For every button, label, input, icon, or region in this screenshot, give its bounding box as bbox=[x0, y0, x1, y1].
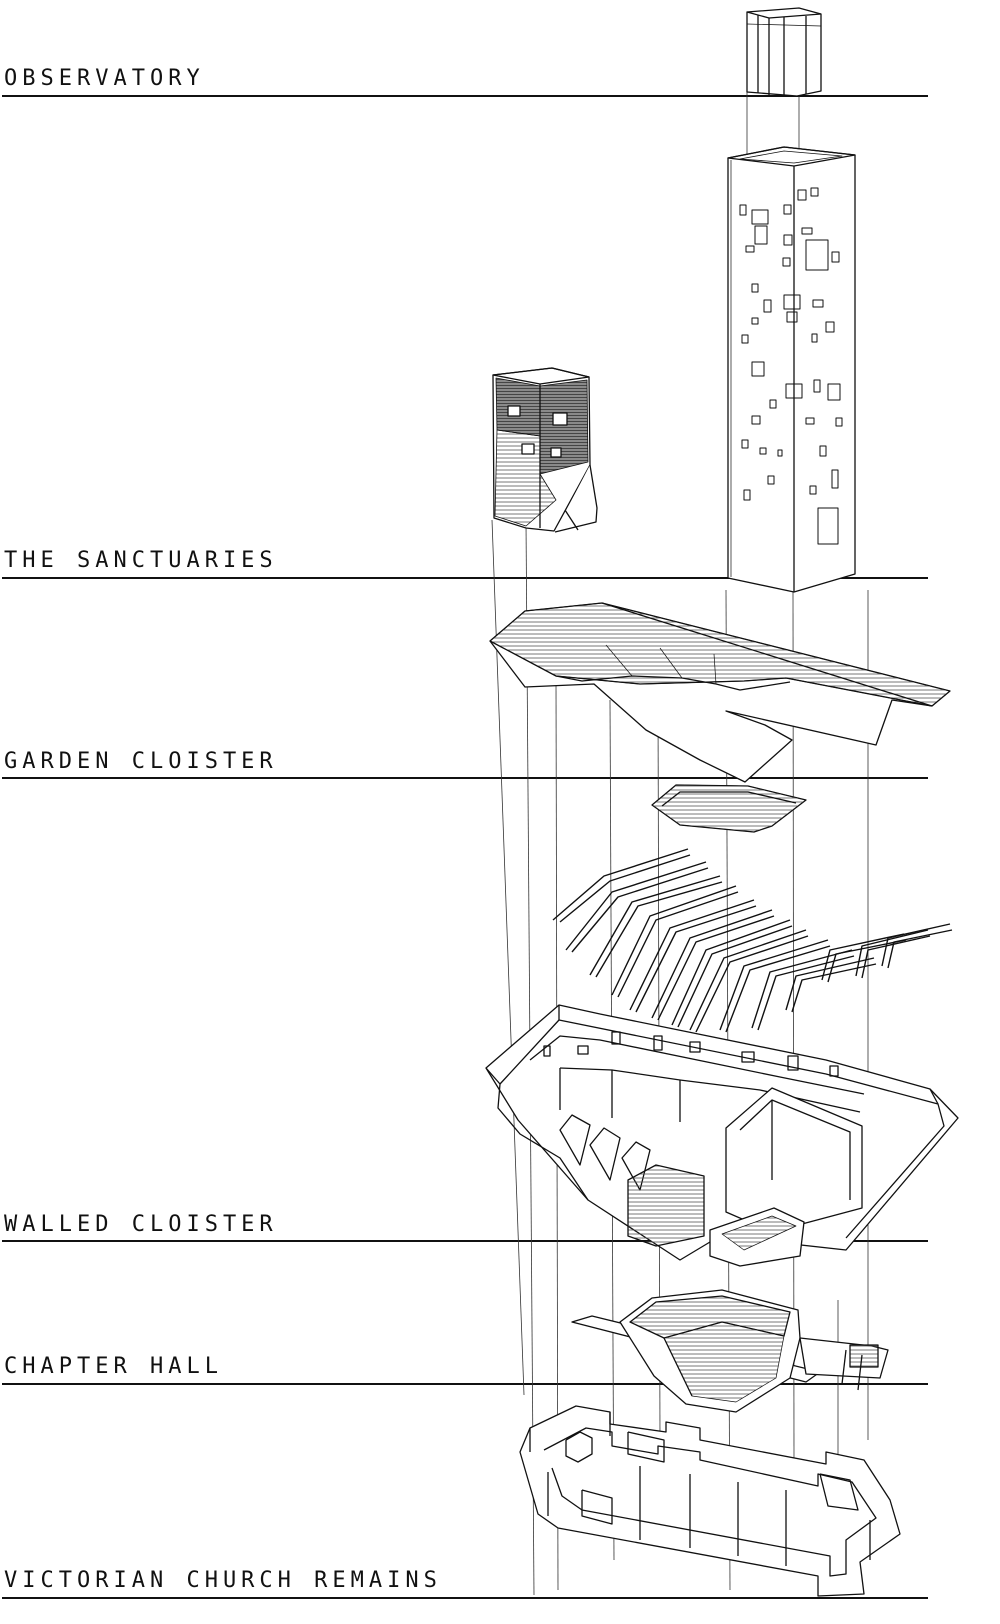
garden-cloister-beams bbox=[552, 848, 953, 1033]
sanctuary-roof bbox=[489, 602, 951, 783]
tower-windows bbox=[739, 187, 843, 545]
level-label-victorian-church: VICTORIAN CHURCH REMAINS bbox=[4, 1568, 442, 1593]
level-rule-sanctuaries bbox=[2, 577, 928, 579]
level-label-garden-cloister: GARDEN CLOISTER bbox=[4, 749, 278, 774]
garden-cloister-roof bbox=[651, 784, 807, 833]
level-rule-observatory bbox=[2, 95, 928, 97]
level-label-sanctuaries: THE SANCTUARIES bbox=[4, 548, 278, 573]
level-label-chapter-hall: CHAPTER HALL bbox=[4, 1354, 223, 1379]
chapter-hall bbox=[571, 1289, 889, 1413]
level-rule-victorian-church bbox=[2, 1597, 928, 1599]
observatory-cap bbox=[746, 7, 822, 97]
walled-cloister bbox=[485, 1004, 959, 1267]
level-rule-garden-cloister bbox=[2, 777, 928, 779]
sanctuary-tower bbox=[492, 367, 598, 533]
level-label-observatory: OBSERVATORY bbox=[4, 66, 205, 91]
level-rule-walled-cloister bbox=[2, 1240, 928, 1242]
victorian-church-remains bbox=[519, 1405, 901, 1597]
observatory-tower bbox=[727, 146, 856, 593]
level-rule-chapter-hall bbox=[2, 1383, 928, 1385]
level-label-walled-cloister: WALLED CLOISTER bbox=[4, 1212, 278, 1237]
